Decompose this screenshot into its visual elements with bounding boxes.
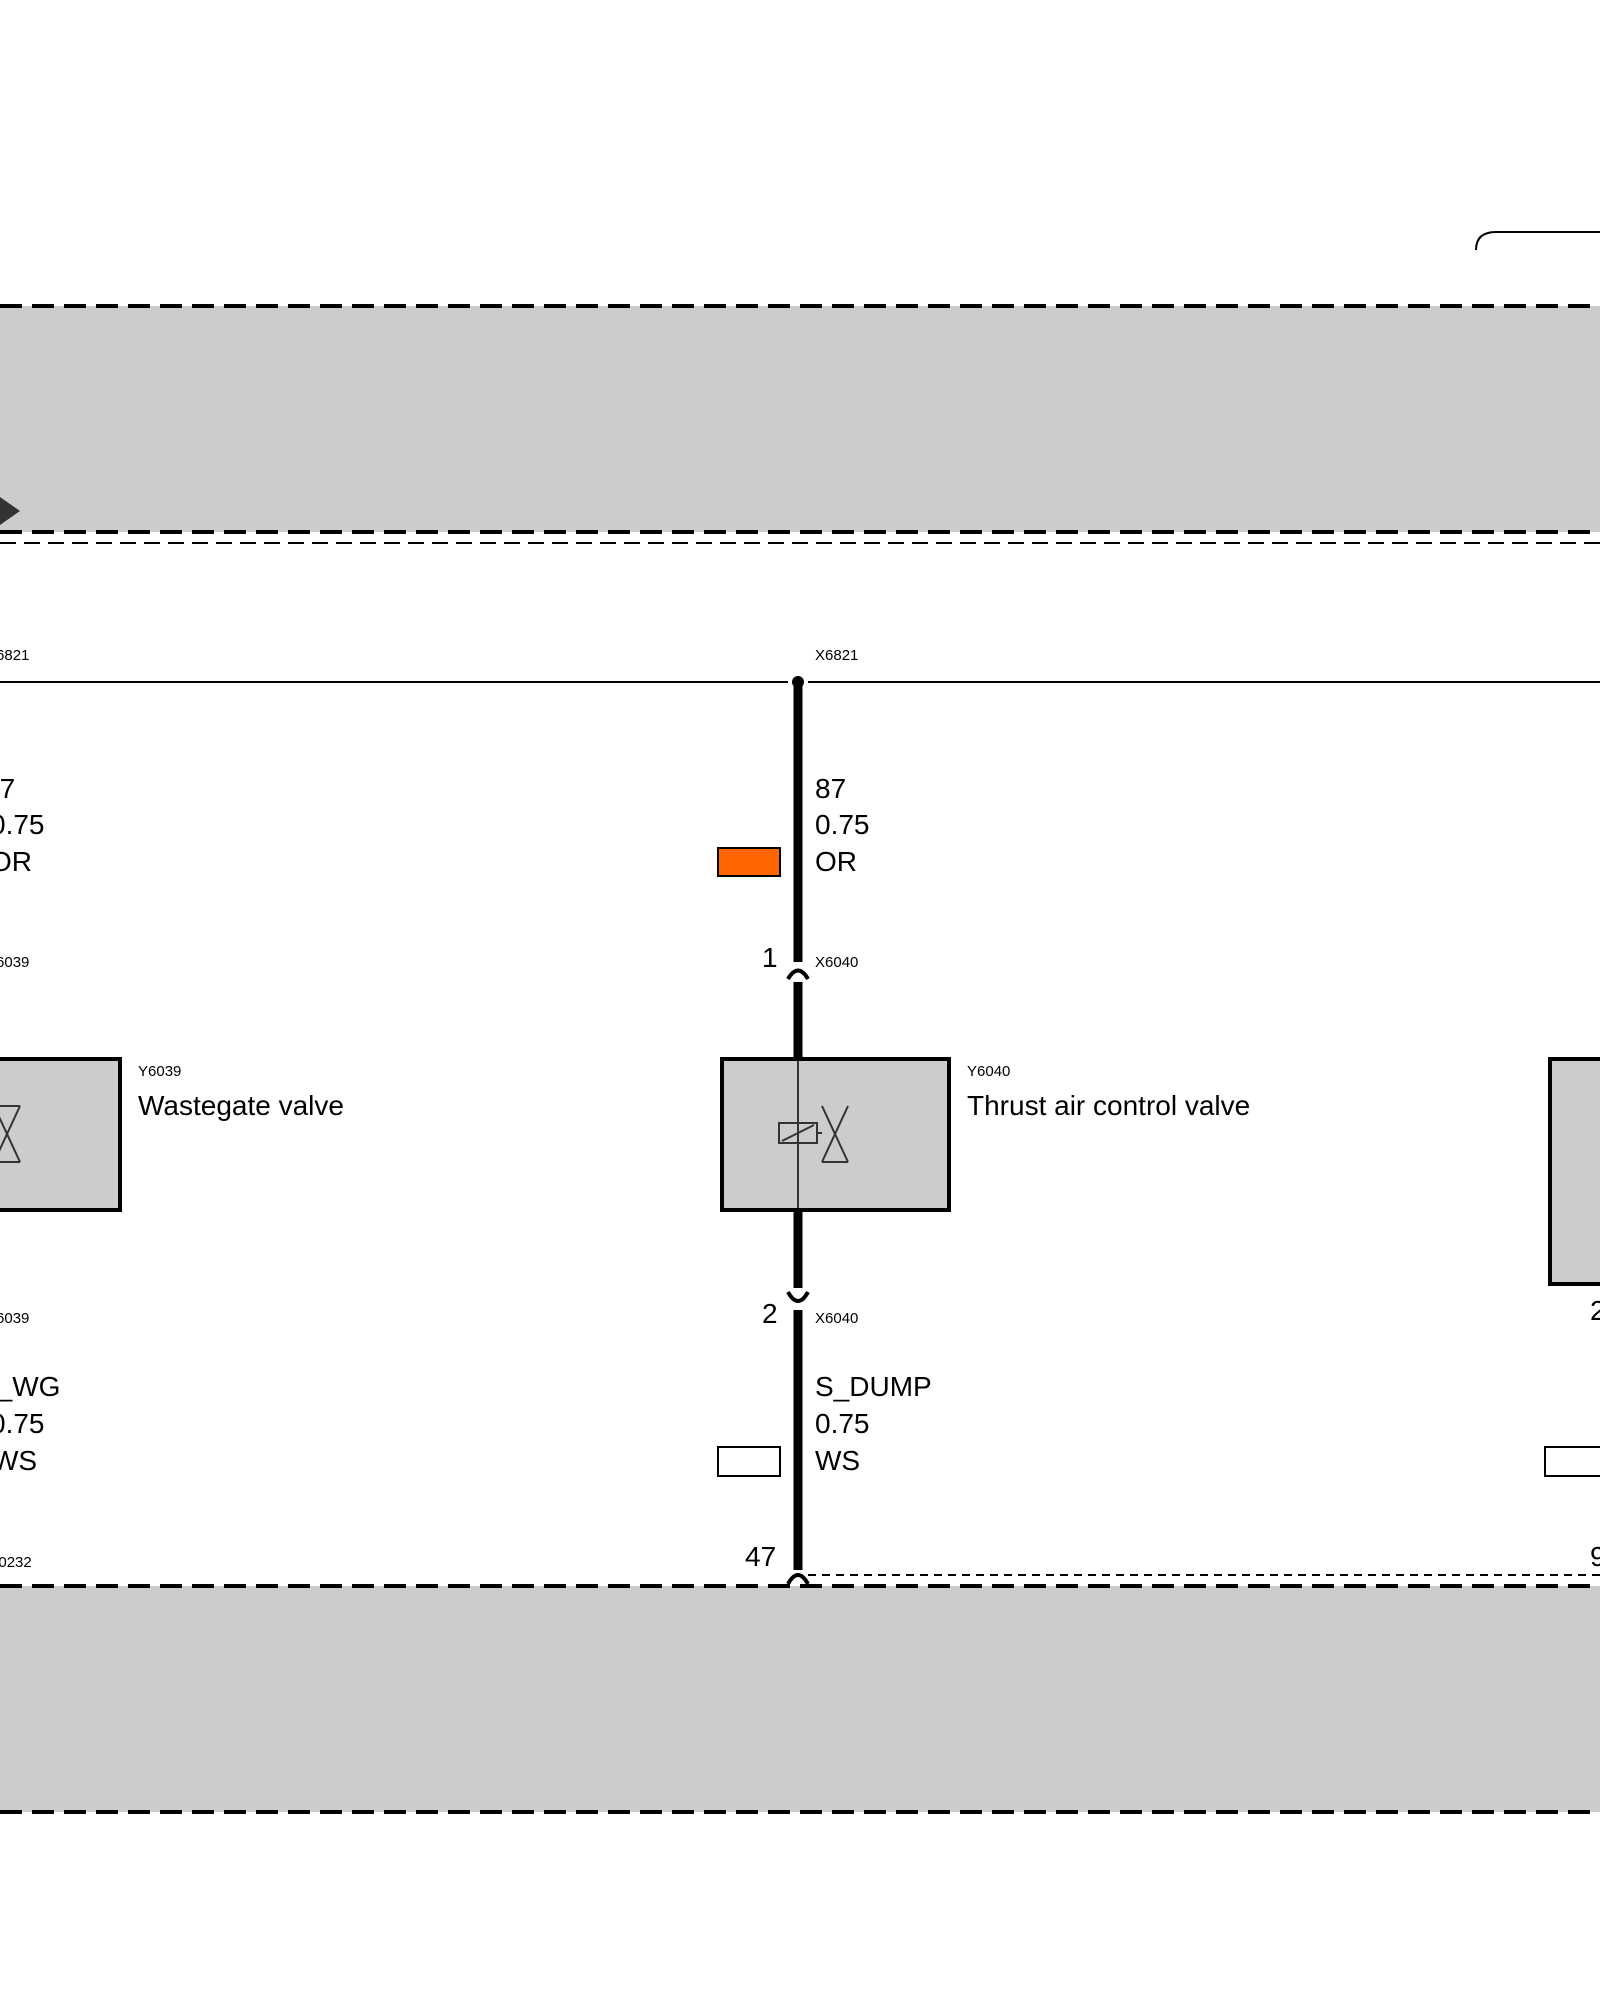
left-bottom-size: 0.75: [0, 1408, 45, 1439]
wire-color-swatch-or: [717, 847, 781, 877]
left-ecu-connector: X60232: [0, 1554, 32, 1571]
left-bottom-signal: S_WG: [0, 1371, 60, 1402]
bottom-module-block: [0, 1584, 1600, 1814]
left-bottom-color: WS: [0, 1445, 37, 1476]
bus-connector-left: X6821: [0, 647, 29, 664]
connector-socket-ecu: [786, 1573, 810, 1586]
left-wire-id: 87: [0, 773, 15, 804]
right-ecu-pin: 9: [1590, 1541, 1600, 1572]
center-bottom-connector: X6040: [815, 1310, 858, 1327]
top-module-block: [0, 304, 1600, 544]
right-branch: 2 9: [1544, 1057, 1600, 1572]
pin-1-label: 1: [762, 942, 778, 973]
left-bottom-connector: X6039: [0, 1310, 29, 1327]
center-wire-color: OR: [815, 846, 857, 877]
center-bottom-signal: S_DUMP: [815, 1371, 932, 1402]
left-branch: 87 0.75 OR X6039 Y6039 Wastegate valve X…: [0, 773, 344, 1571]
center-bottom-size: 0.75: [815, 1408, 870, 1439]
left-wire-size: 0.75: [0, 809, 45, 840]
thrust-valve-name: Thrust air control valve: [967, 1090, 1250, 1121]
ecu-pin-47: 47: [745, 1541, 776, 1572]
wastegate-name: Wastegate valve: [138, 1090, 344, 1121]
connector-socket-bottom: [786, 1290, 810, 1303]
right-component-box: [1548, 1057, 1600, 1286]
thrust-valve-id: Y6040: [967, 1063, 1010, 1080]
arrow-right-icon: [0, 497, 20, 525]
wastegate-id: Y6039: [138, 1063, 181, 1080]
bus-line: X6821 X6821: [0, 647, 1600, 688]
left-wire-color: OR: [0, 846, 32, 877]
center-wire-size: 0.75: [815, 809, 870, 840]
right-pin-2: 2: [1590, 1295, 1600, 1326]
center-branch: 87 0.75 OR 1 X6040 Y6040 Thrust air cont…: [717, 682, 1250, 1586]
thrust-valve-icon: [778, 1105, 849, 1163]
center-top-connector: X6040: [815, 954, 858, 971]
center-bottom-color: WS: [815, 1445, 860, 1476]
bracket-line: [1475, 231, 1600, 251]
bus-connector-center: X6821: [815, 647, 858, 664]
wastegate-valve-box: [0, 1057, 122, 1212]
wire-color-swatch-right: [1544, 1446, 1600, 1477]
connector-socket-top: [786, 968, 810, 981]
left-top-connector: X6039: [0, 954, 29, 971]
center-wire-id: 87: [815, 773, 846, 804]
wire-color-swatch-ws: [717, 1446, 781, 1477]
wastegate-valve-icon: [0, 1105, 21, 1163]
pin-2-label: 2: [762, 1298, 778, 1329]
